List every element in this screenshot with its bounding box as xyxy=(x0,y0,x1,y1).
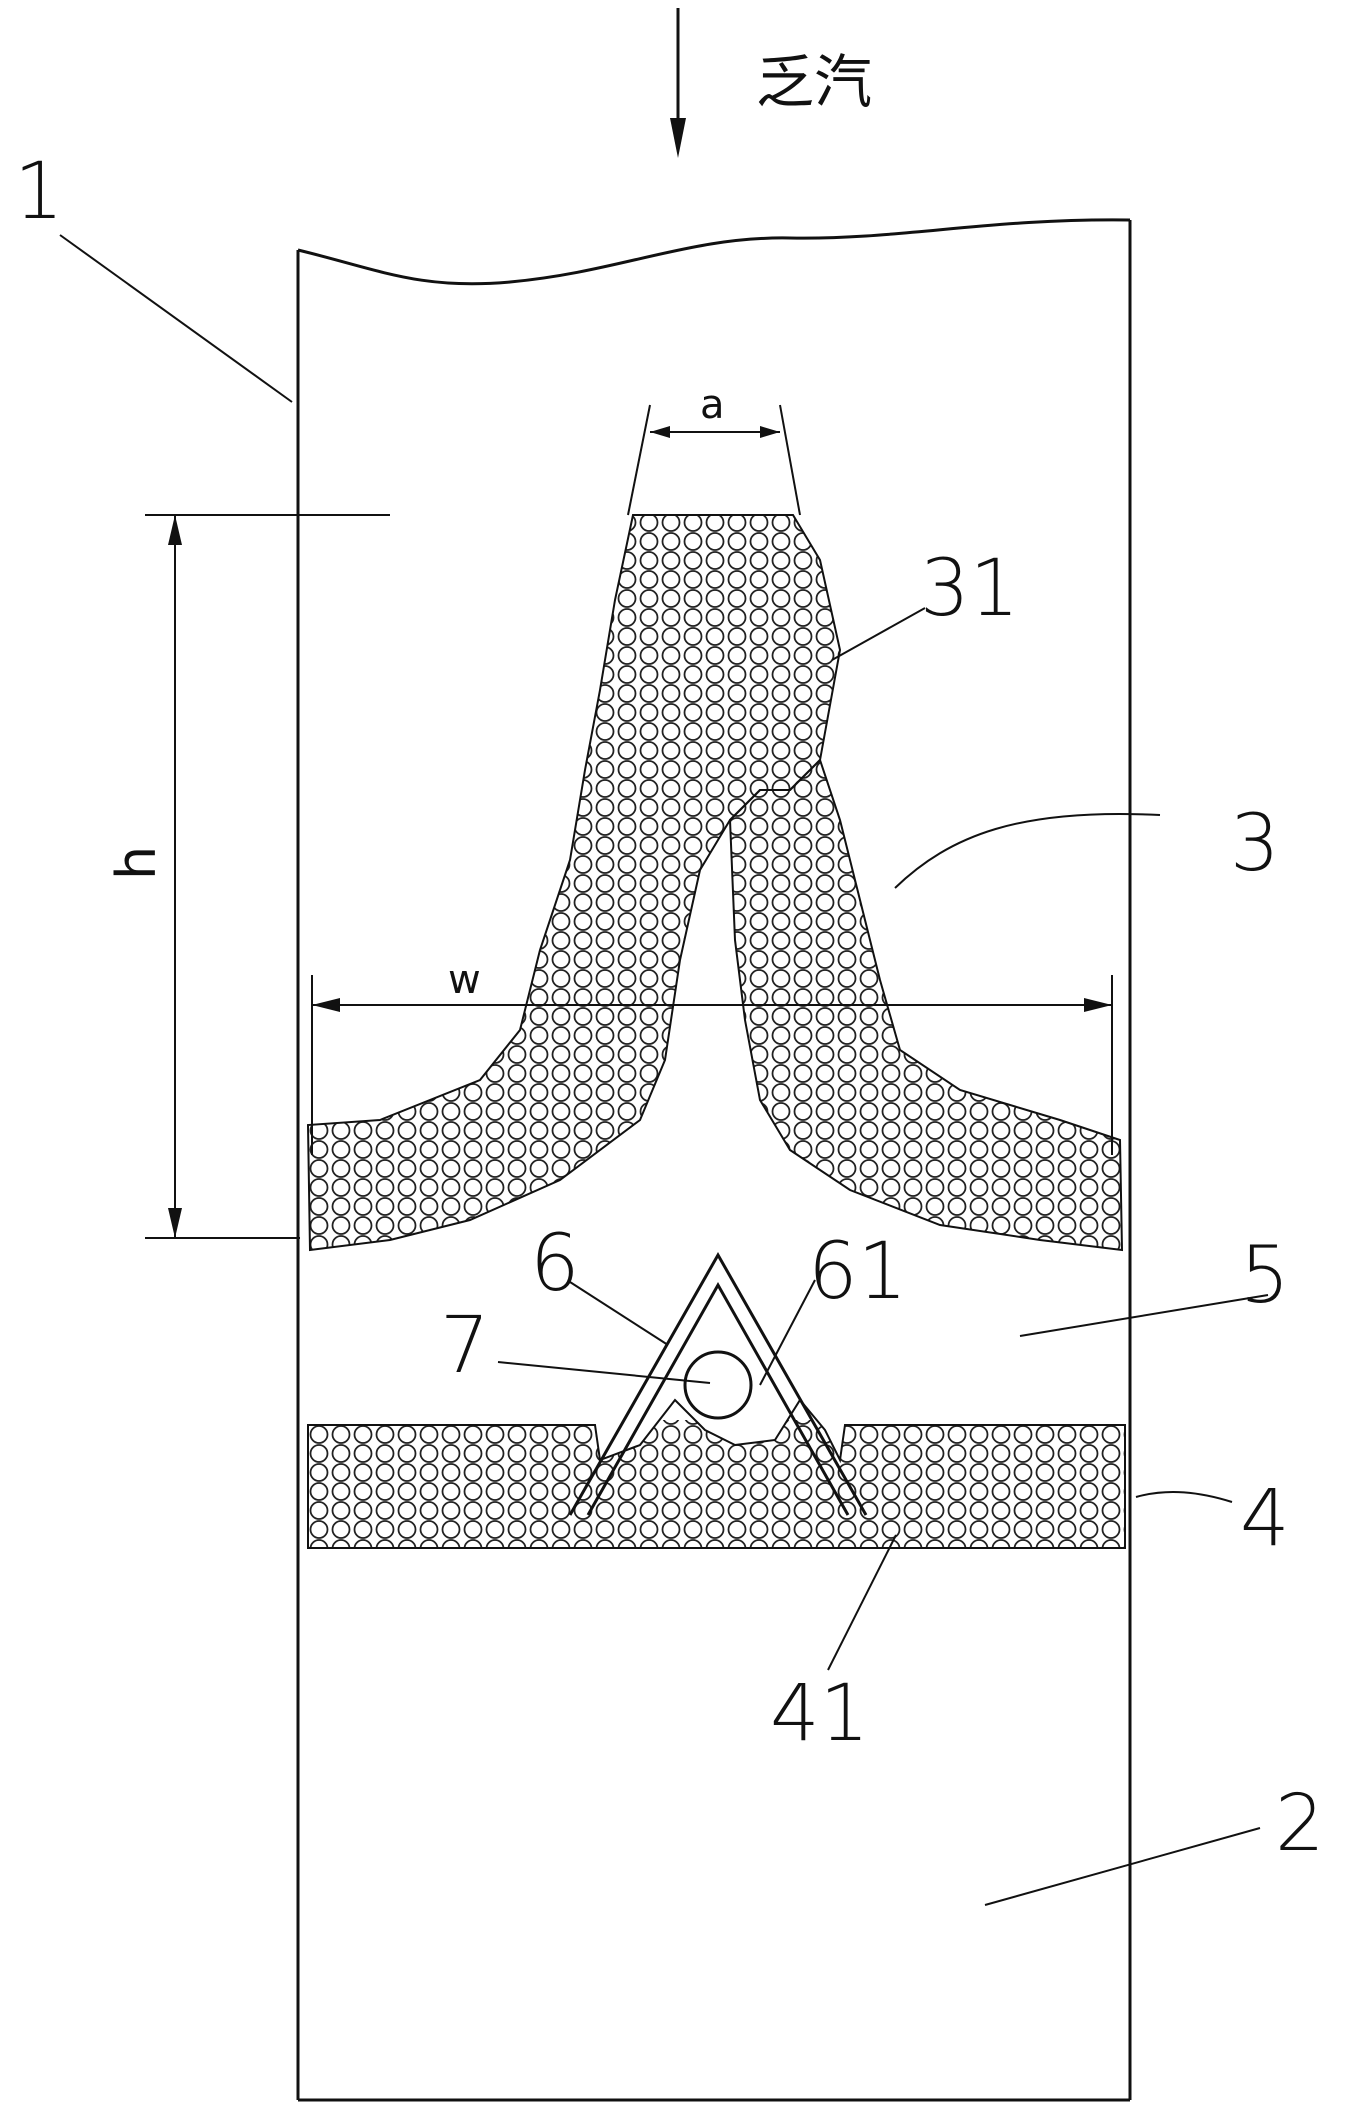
dimension-a-label: a xyxy=(700,382,725,428)
label-31: 31 xyxy=(920,544,1019,634)
label-6: 6 xyxy=(530,1219,580,1309)
steam-inlet-arrow xyxy=(670,8,686,158)
label-1: 1 xyxy=(14,147,64,237)
label-7: 7 xyxy=(440,1301,490,1391)
flow-label: 乏汽 xyxy=(756,48,872,116)
label-3: 3 xyxy=(1230,799,1280,889)
housing-outline xyxy=(296,218,1132,2102)
label-2: 2 xyxy=(1275,1779,1325,1869)
label-5: 5 xyxy=(1240,1231,1290,1321)
dimension-h xyxy=(145,514,390,1239)
pipe-circle xyxy=(683,1350,753,1420)
label-41: 41 xyxy=(770,1669,869,1759)
leader-lines xyxy=(59,234,1269,1906)
triangular-deflector xyxy=(568,1251,868,1516)
dimension-w-label: w xyxy=(448,957,481,1003)
label-61: 61 xyxy=(808,1227,907,1317)
dimension-h-label: h xyxy=(105,846,168,880)
dimension-a xyxy=(627,404,801,516)
label-4: 4 xyxy=(1240,1474,1290,1564)
dimension-w xyxy=(311,975,1113,1155)
second-packing-layer xyxy=(307,1398,1126,1549)
